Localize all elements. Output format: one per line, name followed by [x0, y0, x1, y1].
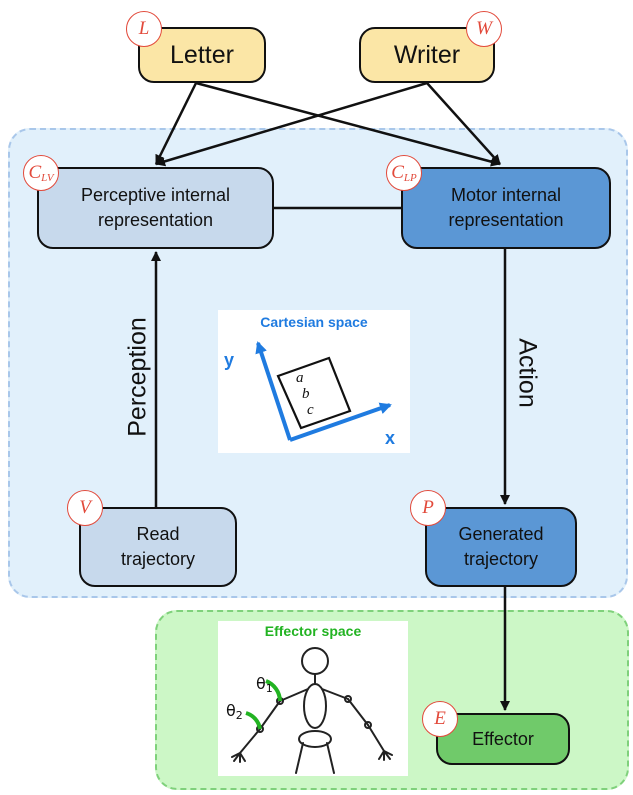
variable-badge-writer: W	[466, 11, 502, 47]
badge-motor-subscript: LP	[403, 172, 417, 184]
cartesian-y-axis	[255, 341, 292, 441]
edge-writer-to-motor	[426, 82, 501, 165]
read-trajectory-node: Read trajectory	[79, 507, 237, 587]
figure-right-leg	[326, 742, 335, 774]
figure-right-fingers	[378, 750, 393, 761]
figure-right-hand	[367, 724, 385, 752]
cartesian-x-axis	[289, 402, 392, 442]
theta1-subscript: 1	[266, 682, 273, 695]
figure-right-elbow	[344, 695, 352, 703]
letter-label: Letter	[170, 40, 234, 69]
motor-label-line2: representation	[448, 210, 564, 230]
figure-right-shoulder	[321, 688, 349, 700]
variable-badge-perceptive: CLV	[23, 155, 59, 191]
effector-node: Effector	[436, 713, 570, 765]
theta2-subscript: 2	[236, 709, 243, 722]
figure-left-forearm	[259, 700, 281, 730]
glyph-a: a	[296, 370, 304, 386]
motor-representation-node: Motor internal representation	[401, 167, 611, 249]
cartesian-x-label: x	[385, 428, 395, 448]
theta1-symbol: θ	[256, 674, 266, 693]
badge-motor-text: C	[391, 162, 404, 183]
edge-letter-to-motor	[195, 81, 501, 167]
figure-right-forearm	[347, 698, 369, 726]
edge-letter-to-perceptive	[154, 82, 198, 165]
variable-badge-effector: E	[422, 701, 458, 737]
variable-badge-letter: L	[126, 11, 162, 47]
figure-head	[301, 647, 329, 675]
theta2-arc	[245, 711, 262, 730]
perception-label: Perception	[123, 317, 152, 437]
action-label: Action	[513, 338, 542, 408]
paper-sheet	[276, 356, 352, 430]
effector-space-inset: Effector space θ1 θ2	[218, 621, 408, 776]
figure-right-wrist	[364, 721, 372, 729]
edge-writer-to-perceptive	[155, 81, 428, 167]
theta2-symbol: θ	[226, 701, 236, 720]
badge-perceptive-text: C	[28, 162, 42, 183]
perceptive-label-line1: Perceptive internal	[80, 185, 231, 205]
generated-label-line2: trajectory	[463, 549, 539, 569]
badge-perceptive-subscript: LV	[41, 172, 54, 184]
perceptive-label-line2: representation	[97, 210, 214, 230]
badge-writer-text: W	[476, 18, 492, 39]
writer-label: Writer	[393, 40, 461, 69]
generated-label-line1: Generated	[458, 524, 544, 544]
effector-space-title: Effector space	[264, 623, 362, 639]
figure-left-shoulder	[279, 688, 309, 702]
motor-label-line1: Motor internal	[450, 185, 562, 205]
badge-read-text: V	[79, 497, 91, 518]
generated-trajectory-node: Generated trajectory	[425, 507, 577, 587]
cartesian-axes-illustration: y x a b c	[224, 341, 395, 448]
badge-generated-text: P	[422, 497, 434, 518]
glyph-c: c	[307, 402, 314, 418]
figure-pelvis	[298, 730, 332, 748]
variable-badge-motor: CLP	[386, 155, 422, 191]
read-label-line1: Read	[136, 524, 180, 544]
cartesian-y-label: y	[224, 350, 234, 370]
figure-torso	[303, 683, 327, 729]
badge-letter-text: L	[138, 18, 150, 39]
figure-left-fingers	[231, 752, 246, 763]
perceptive-representation-node: Perceptive internal representation	[37, 167, 274, 249]
cartesian-space-inset: Cartesian space y x a b c	[218, 310, 410, 453]
badge-effector-text: E	[434, 708, 446, 729]
variable-badge-generated: P	[410, 490, 446, 526]
stick-figure-illustration: θ1 θ2	[226, 647, 393, 774]
figure-left-hand	[239, 728, 261, 754]
variable-badge-read: V	[67, 490, 103, 526]
effector-label: Effector	[472, 728, 534, 749]
figure-left-leg	[295, 742, 304, 774]
glyph-b: b	[302, 386, 310, 402]
svg-text:θ1: θ1	[256, 674, 273, 695]
svg-text:θ2: θ2	[226, 701, 243, 722]
read-label-line2: trajectory	[120, 549, 196, 569]
theta1-arc	[265, 679, 282, 702]
cartesian-space-title: Cartesian space	[260, 314, 368, 330]
